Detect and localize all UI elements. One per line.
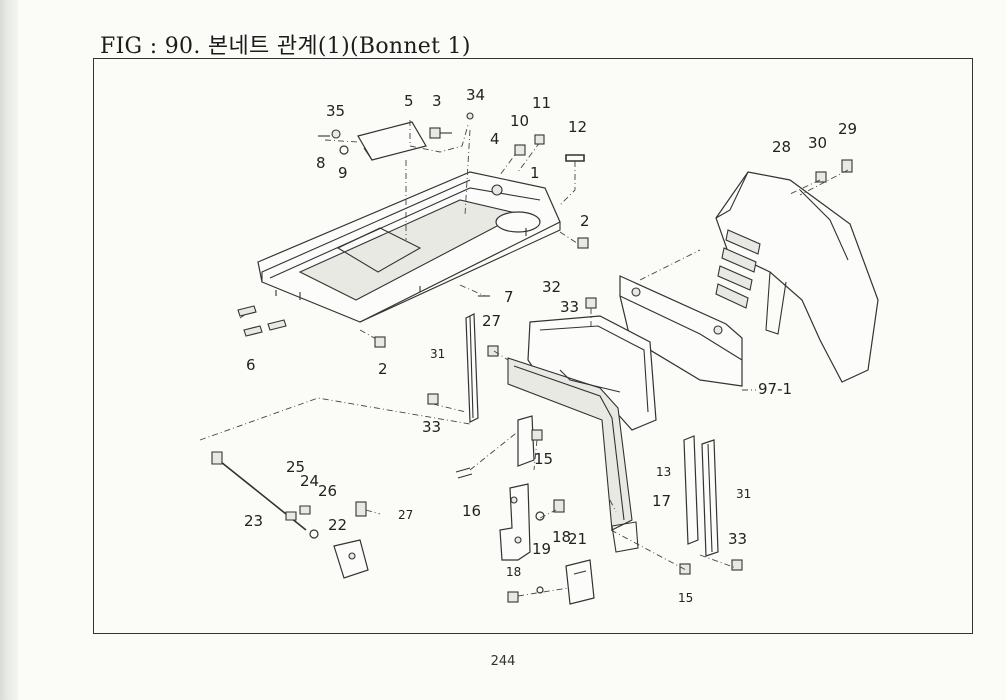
side-grille-panel: [715, 171, 879, 383]
bolt-33-right: [731, 559, 743, 571]
clip-29: [841, 159, 853, 173]
callout-18-lower: 18: [506, 565, 521, 579]
bolt-27-lower: [355, 501, 367, 517]
front-grille-frame: [507, 315, 657, 531]
callout-27-upper: 27: [482, 312, 501, 330]
seal-strip-31-right: [701, 439, 719, 557]
seal-strip-left: [465, 313, 479, 423]
callout-97-1: 97-1: [758, 380, 792, 398]
callout-30: 30: [808, 134, 827, 152]
callout-19: 19: [532, 540, 551, 558]
bracket-16: [499, 483, 531, 561]
cover-plate: [357, 121, 427, 161]
callout-23: 23: [244, 512, 263, 530]
pivot-pin: [455, 467, 473, 479]
callout-28: 28: [772, 138, 791, 156]
seal-strip-17: [683, 435, 699, 545]
callout-7: 7: [504, 288, 514, 306]
connector-plug: [565, 154, 585, 162]
holder-plate: [333, 539, 369, 579]
fasteners-top: [318, 112, 589, 348]
callout-10: 10: [510, 112, 529, 130]
bolt-33-upper: [585, 297, 597, 309]
callout-9: 9: [338, 164, 348, 182]
callout-18-upper: 18: [552, 528, 571, 546]
callout-25: 25: [286, 458, 305, 476]
callout-33-right: 33: [728, 530, 747, 548]
callout-3: 3: [432, 92, 442, 110]
callout-8: 8: [316, 154, 326, 172]
callout-17: 17: [652, 492, 671, 510]
binding-edge: [0, 0, 18, 700]
callout-12: 12: [568, 118, 587, 136]
callout-15-upper: 15: [534, 450, 553, 468]
callout-26: 26: [318, 482, 337, 500]
callout-33-upper: 33: [560, 298, 579, 316]
washer-19: [535, 511, 545, 521]
rubber-pads: [237, 305, 287, 337]
callout-34: 34: [466, 86, 485, 104]
bolt-33-left: [427, 393, 439, 405]
callout-27-lower: 27: [398, 508, 413, 522]
bolt-15-upper: [531, 429, 543, 441]
callout-15-lower: 15: [678, 591, 693, 605]
callout-24: 24: [300, 472, 319, 490]
bolt-18-upper: [553, 499, 565, 513]
callout-2-upper: 2: [580, 212, 590, 230]
callout-labels: 35 5 3 34 11 10 4 12 8 9 1 2 28 30 29 7 …: [244, 86, 857, 605]
bracket-21: [565, 559, 595, 605]
diagram-frame: [93, 58, 973, 634]
callout-31-right: 31: [736, 487, 751, 501]
callout-32: 32: [542, 278, 561, 296]
figure-title: FIG : 90. 본네트 관계(1)(Bonnet 1): [100, 34, 471, 59]
bracket-15: [517, 415, 535, 467]
callout-21: 21: [568, 530, 587, 548]
callout-1: 1: [530, 164, 540, 182]
bolt-27-upper: [487, 345, 499, 357]
callout-31-left: 31: [430, 347, 445, 361]
callout-16: 16: [462, 502, 481, 520]
callout-33-left: 33: [422, 418, 441, 436]
washer-19-lower: [536, 586, 544, 594]
callout-35: 35: [326, 102, 345, 120]
rear-panel: [619, 275, 743, 387]
callout-22: 22: [328, 516, 347, 534]
bolt-30: [815, 171, 827, 183]
callout-5: 5: [404, 92, 414, 110]
callout-4: 4: [490, 130, 500, 148]
bonnet-top-panel: [257, 171, 561, 323]
callout-11: 11: [532, 94, 551, 112]
page-number: 244: [490, 654, 516, 669]
bolt-18-lower: [507, 591, 519, 603]
stay-hardware: [285, 505, 319, 539]
callout-2-lower: 2: [378, 360, 388, 378]
callout-13: 13: [656, 465, 671, 479]
callout-29: 29: [838, 120, 857, 138]
callout-6: 6: [246, 356, 256, 374]
